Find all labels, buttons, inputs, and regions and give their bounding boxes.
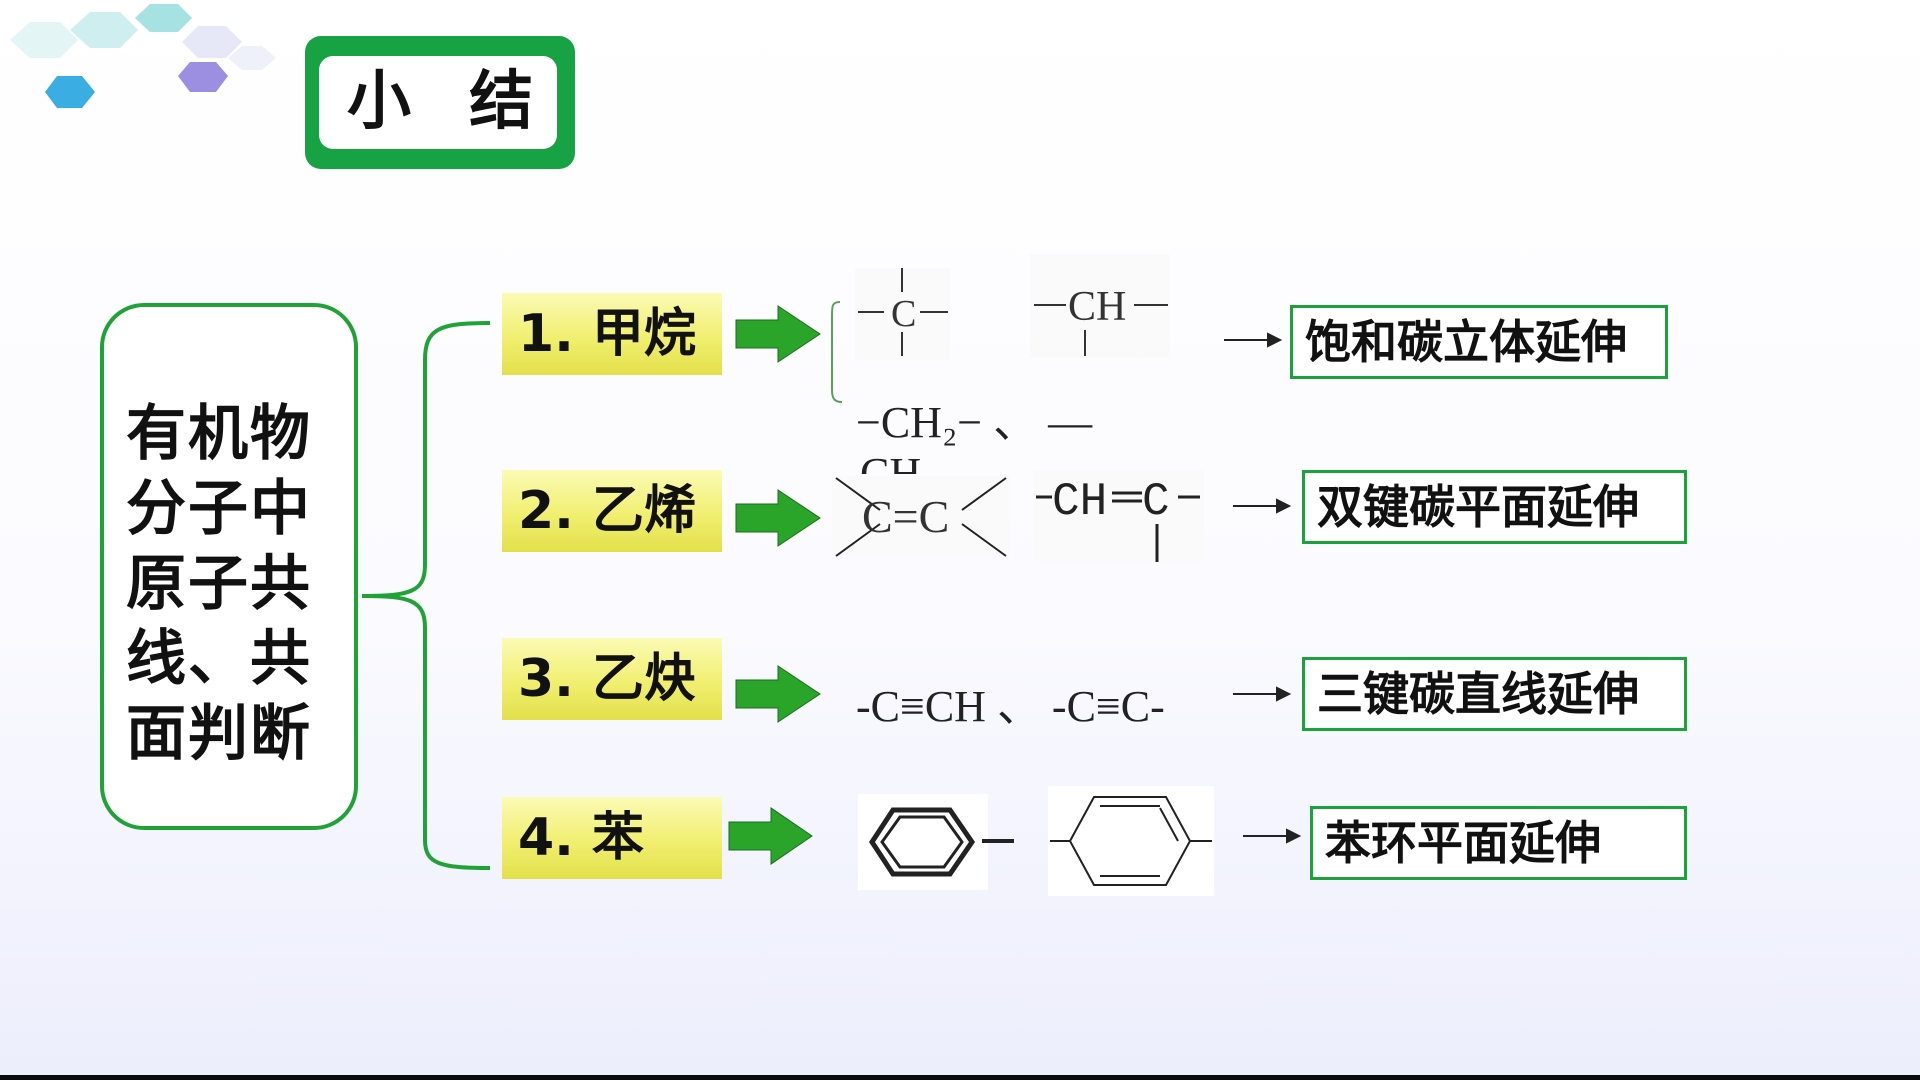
svg-text:C: C	[891, 293, 916, 335]
thin-arrow-icon	[1243, 828, 1302, 844]
main-topic-text: 有机物 分子中 原子共 线、共 面判断	[126, 397, 336, 772]
thin-arrow-icon	[1233, 498, 1292, 514]
label-benzene: 4. 苯	[502, 797, 722, 879]
svg-text:C=C: C=C	[862, 491, 949, 542]
ethyne-formula-text: -C≡CH 、 -C≡C-	[856, 682, 1165, 731]
arrow-icon	[735, 489, 821, 547]
propene-structure: CH C	[1034, 470, 1204, 562]
svg-text:CH: CH	[1068, 284, 1126, 330]
result-methane: 饱和碳立体延伸	[1290, 305, 1668, 379]
result-benzene: 苯环平面延伸	[1310, 806, 1687, 880]
thin-arrow-icon	[1233, 686, 1292, 702]
benzene-ring-bold	[858, 794, 1014, 890]
methine-structure: CH	[1030, 254, 1170, 358]
arrow-icon	[735, 665, 821, 723]
small-bracket	[831, 301, 843, 403]
arrow-icon	[735, 305, 821, 363]
methane-carbon-structure: C	[855, 268, 950, 360]
label-ethyne: 3. 乙炔	[502, 638, 722, 720]
arrow-icon	[728, 807, 813, 865]
main-topic-line: 有机物	[126, 399, 312, 469]
svg-text:CH: CH	[1052, 476, 1107, 528]
label-ethene: 2. 乙烯	[502, 470, 722, 552]
main-topic-box: 有机物 分子中 原子共 线、共 面判断	[100, 303, 358, 830]
title-badge: 小 结	[305, 36, 575, 169]
svg-text:C: C	[1142, 476, 1170, 528]
page-title: 小 结	[319, 56, 557, 149]
result-ethyne: 三键碳直线延伸	[1302, 657, 1687, 731]
brace	[361, 321, 491, 870]
hexagon-decoration	[10, 4, 276, 108]
main-topic-line: 线、共	[126, 624, 312, 694]
methane-cut-text: CH	[860, 452, 921, 474]
thin-arrow-icon	[1224, 332, 1283, 348]
main-topic-line: 原子共	[126, 549, 312, 619]
ethene-structure: C=C	[832, 476, 1010, 558]
bottom-border	[0, 1075, 1920, 1080]
main-topic-line: 分子中	[126, 474, 312, 544]
main-topic-line: 面判断	[126, 699, 312, 769]
methane-formula-text: −CH₂− 、 —	[856, 398, 1093, 447]
benzene-ring-thin	[1048, 786, 1214, 896]
label-methane: 1. 甲烷	[502, 293, 722, 375]
result-ethene: 双键碳平面延伸	[1302, 470, 1687, 544]
